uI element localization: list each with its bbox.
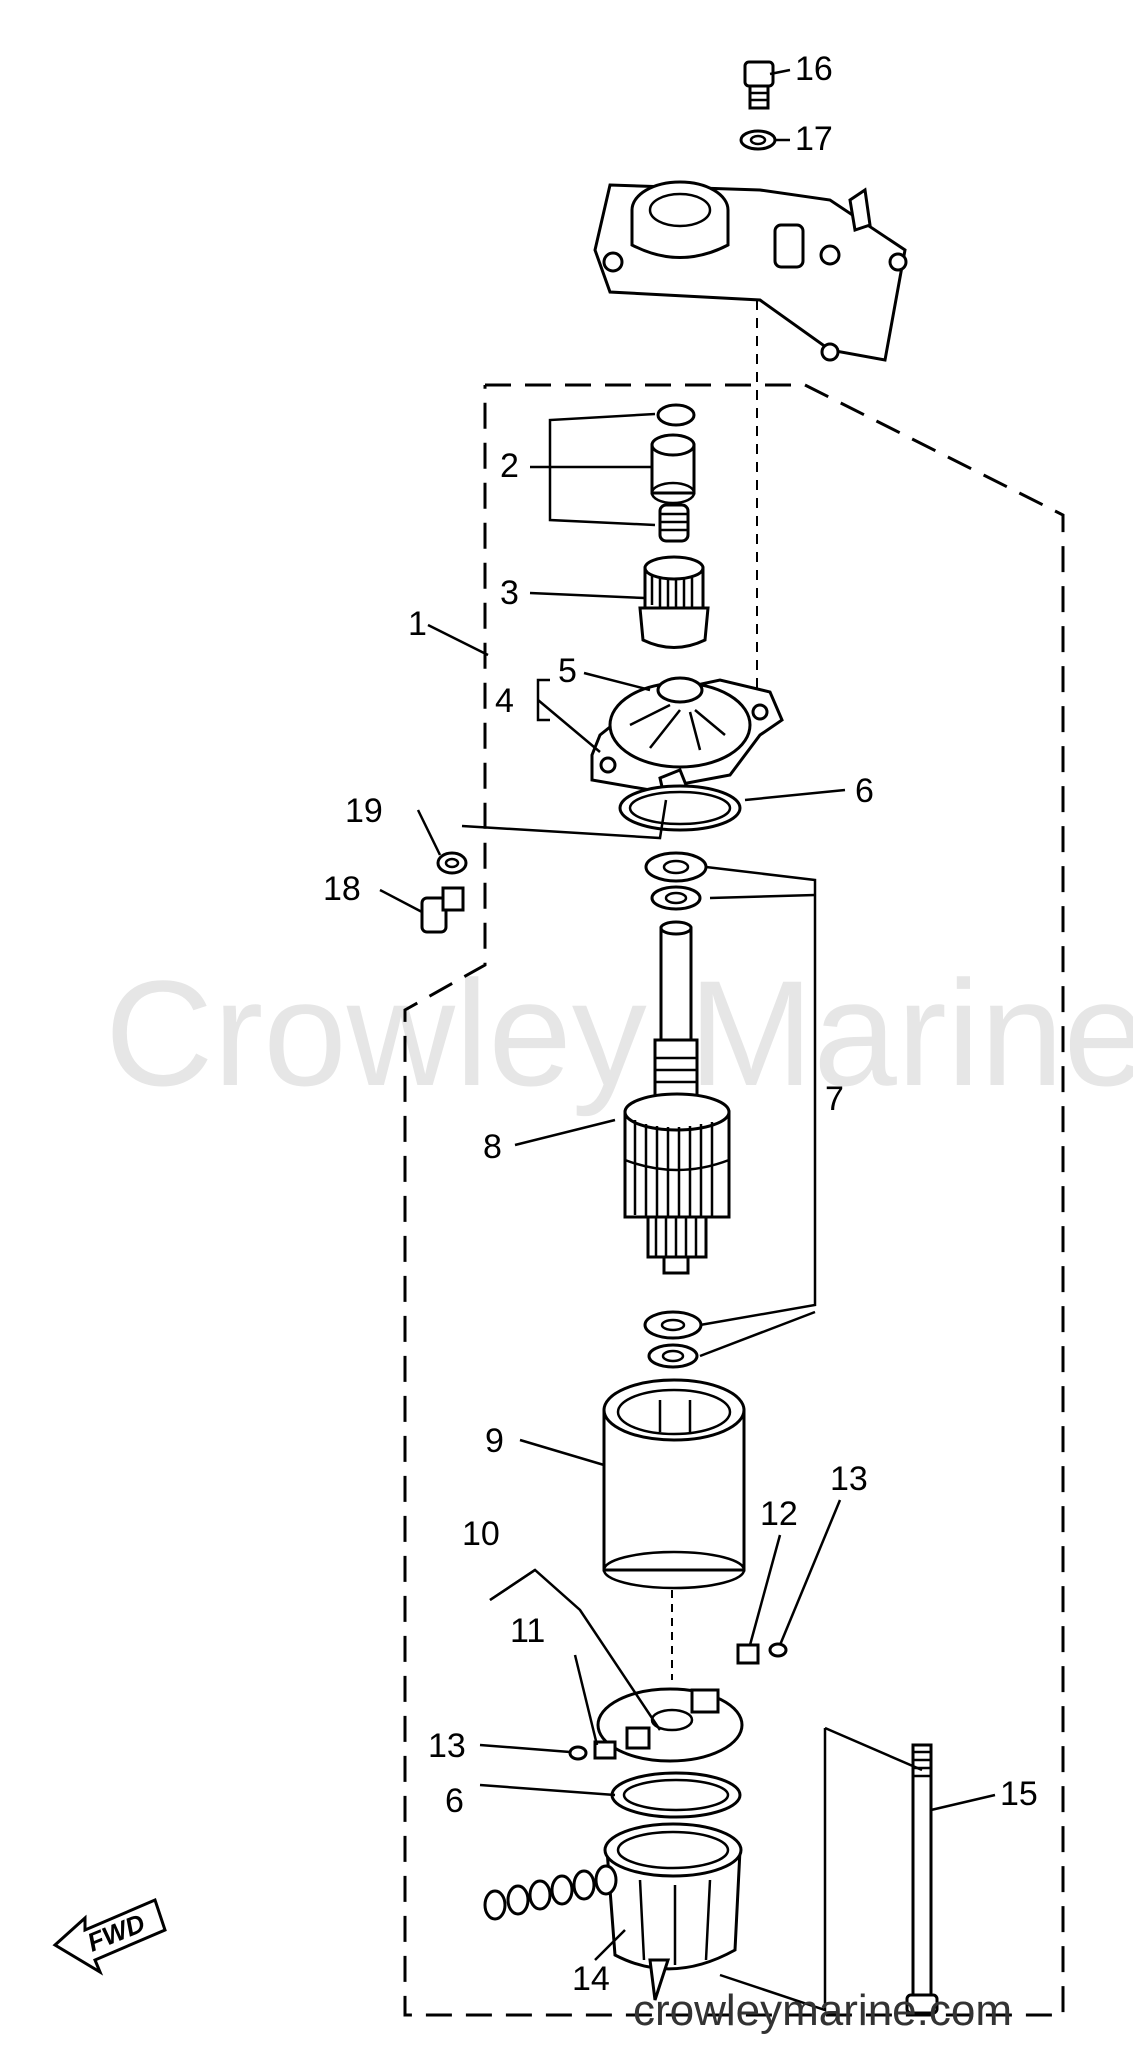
callout-9: 9: [485, 1422, 504, 1460]
callout-6-lower: 6: [445, 1782, 464, 1820]
callout-13-left: 13: [428, 1727, 466, 1765]
part-12-brush: [736, 1643, 760, 1665]
assembly-boundary: [403, 383, 1065, 2017]
callout-6-upper: 6: [855, 772, 874, 810]
callout-8: 8: [483, 1128, 502, 1166]
callout-1: 1: [408, 605, 427, 643]
part-11-brush: [593, 1740, 617, 1760]
callout-2: 2: [500, 447, 519, 485]
callout-4: 4: [495, 682, 514, 720]
part-6-o-ring-upper: [618, 784, 742, 832]
watermark-text: Crowley Marine: [105, 949, 1133, 1117]
site-url-text: crowleymarine.com: [633, 1986, 1012, 2035]
callout-18: 18: [323, 870, 361, 908]
part-6-o-ring-lower: [610, 1771, 742, 1819]
callout-14: 14: [572, 1960, 610, 1998]
callout-16: 16: [795, 50, 833, 88]
part-7-washer-set: [643, 851, 708, 1369]
part-17-washer: [739, 129, 777, 151]
part-2-pinion-stopper-set: [650, 403, 696, 543]
part-19-lock-washer: [436, 851, 468, 875]
part-9-yoke-housing: [602, 1378, 746, 1590]
callout-11: 11: [510, 1612, 545, 1650]
callout-12: 12: [760, 1495, 798, 1533]
callout-10: 10: [462, 1515, 500, 1553]
callout-7: 7: [825, 1080, 844, 1118]
part-18-bolt: [420, 886, 465, 934]
cover-coil-springs: [483, 1864, 618, 1921]
part-15-through-bolt: [905, 1743, 939, 2015]
part-13-spring-right: [768, 1642, 788, 1658]
fwd-direction-arrow: FWD: [52, 1897, 167, 1976]
callout-13-right: 13: [830, 1460, 868, 1498]
part-8-armature: [623, 920, 731, 1275]
callout-15: 15: [1000, 1775, 1038, 1813]
upper-bracket-housing: [593, 180, 908, 362]
part-13-spring-left: [568, 1745, 588, 1761]
callout-leaders: [379, 68, 996, 2012]
callout-17: 17: [795, 120, 833, 158]
callout-19: 19: [345, 792, 383, 830]
part-4-front-bracket: [590, 676, 784, 802]
part-3-pinion-drive: [638, 555, 710, 649]
part-14-rear-cover: [483, 1822, 743, 2001]
part-19-leader-path: [461, 799, 668, 840]
callout-5: 5: [558, 652, 577, 690]
part-10-brush-holder: [596, 1687, 744, 1763]
callout-3: 3: [500, 574, 519, 612]
part-16-bolt: [743, 60, 775, 110]
